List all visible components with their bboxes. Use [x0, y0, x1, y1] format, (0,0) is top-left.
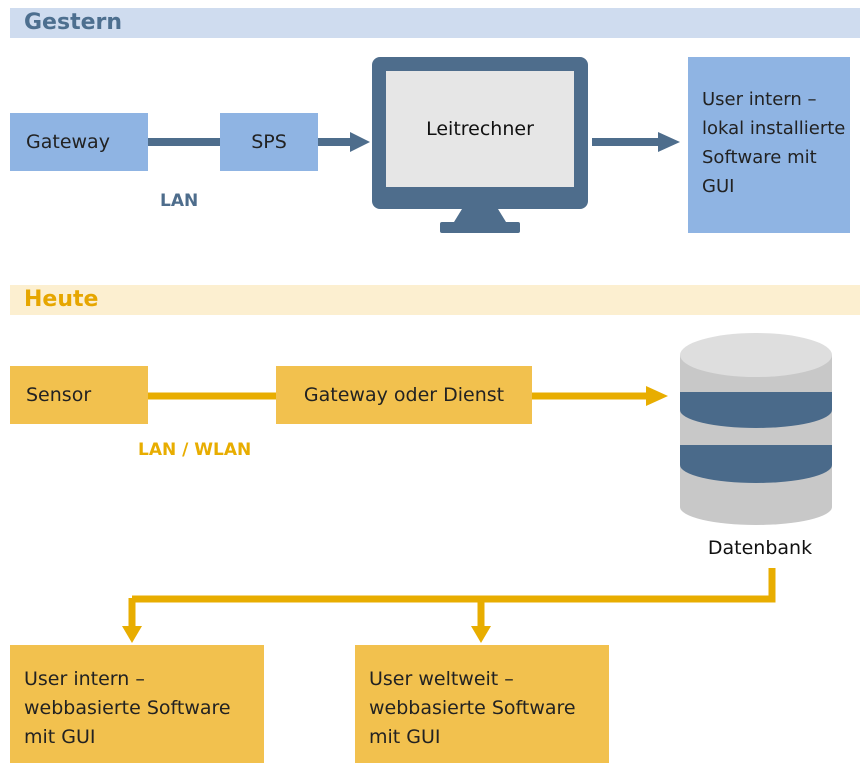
node-sps: SPS [220, 113, 318, 171]
arrow-sps-to-leitrechner-head [350, 132, 370, 152]
arrow-to-user-worldwide-head [471, 626, 491, 643]
node-database-label: Datenbank [707, 537, 813, 559]
database-icon [680, 333, 832, 525]
node-leitrechner-label: Leitrechner [426, 118, 534, 140]
node-gateway-service: Gateway oder Dienst [276, 366, 532, 424]
link-label-lan: LAN [160, 191, 199, 211]
db-distribution-line [132, 568, 776, 603]
node-user-internal: User intern – webbasierte Software mit G… [10, 645, 264, 763]
section-title-gestern: Gestern [10, 8, 860, 38]
node-user-local: User intern – lokal installierte Softwar… [688, 57, 850, 233]
arrow-leitrechner-to-user-head [658, 132, 680, 152]
node-gateway: Gateway [10, 113, 148, 171]
node-sensor: Sensor [10, 366, 148, 424]
section-title-heute: Heute [10, 285, 860, 315]
node-user-worldwide: User weltweit – webbasierte Software mit… [355, 645, 609, 763]
monitor-icon [372, 57, 588, 233]
arrow-to-user-internal-head [122, 626, 142, 643]
link-label-lan-wlan: LAN / WLAN [138, 440, 252, 460]
arrow-gateway-to-db-head [646, 386, 668, 406]
